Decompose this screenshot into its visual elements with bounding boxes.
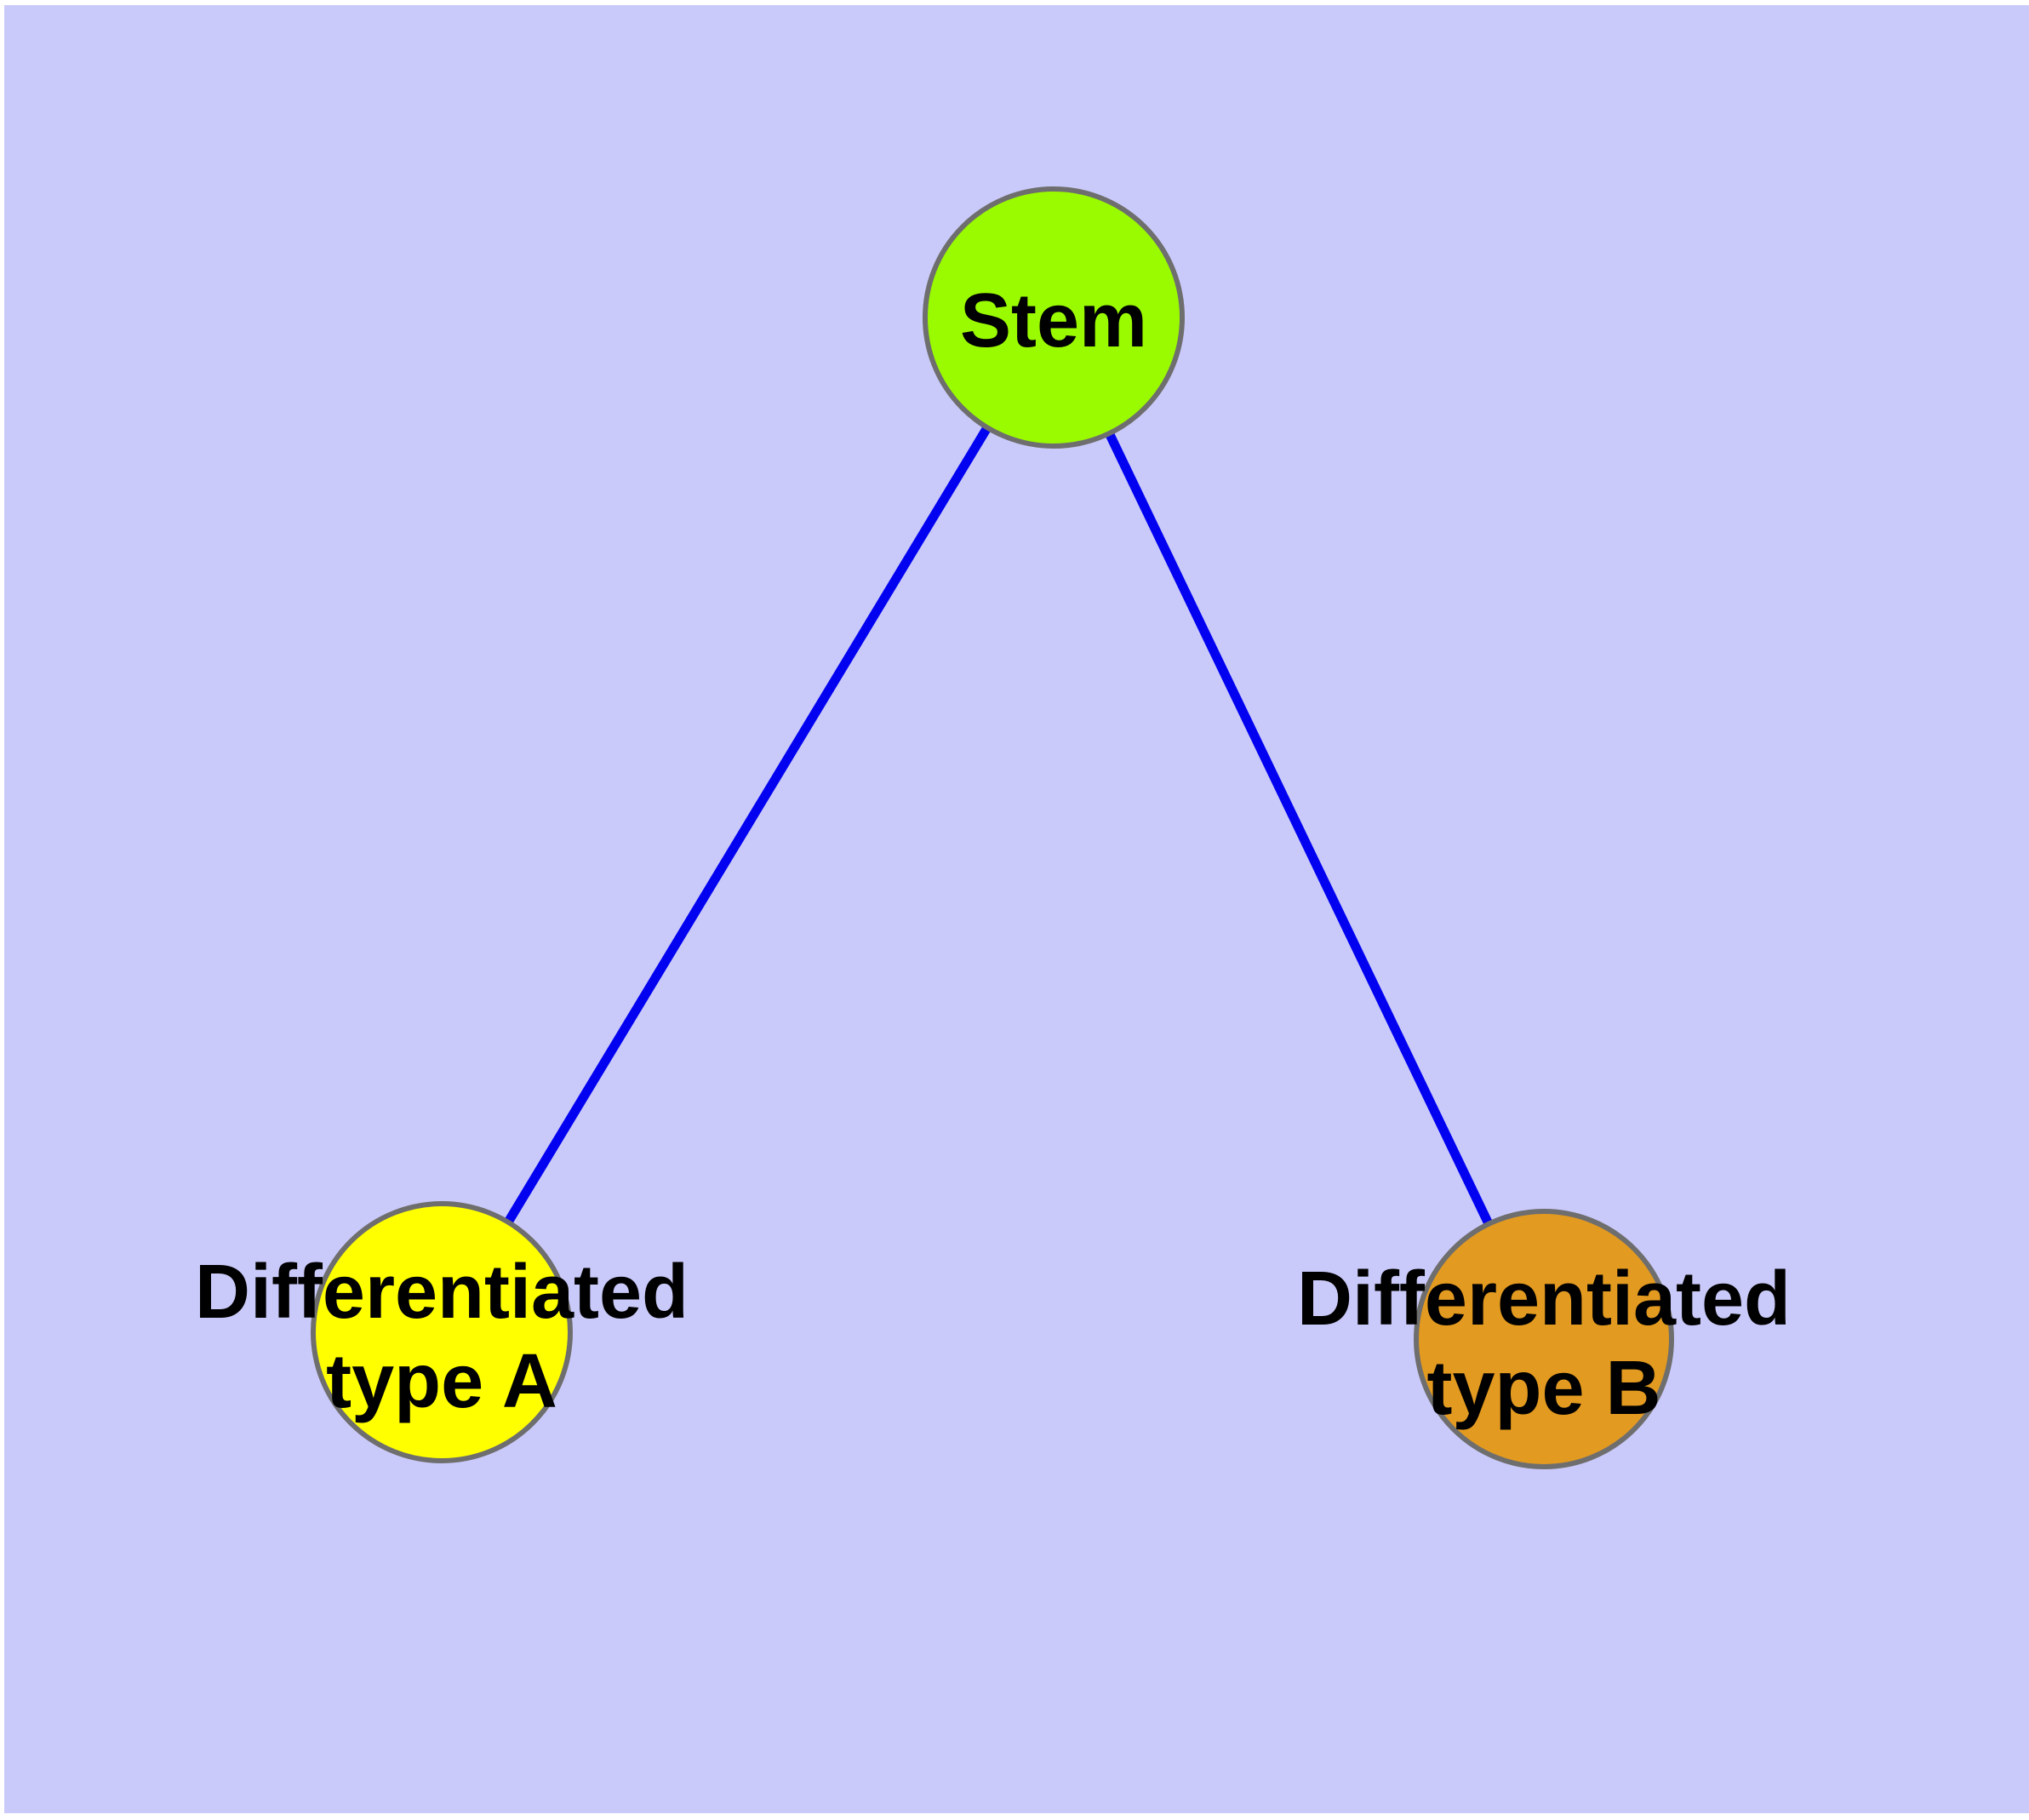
- node-differentiated-type-a: Differentiated type A: [195, 1201, 689, 1463]
- node-type-a-label-line1: Differentiated: [195, 1250, 689, 1335]
- node-type-b-label-line1: Differentiated: [1297, 1256, 1791, 1342]
- node-type-a-label-line2: type A: [326, 1339, 557, 1424]
- node-type-b-circle[interactable]: [1414, 1209, 1674, 1469]
- node-differentiated-type-b: Differentiated type B: [1297, 1209, 1791, 1469]
- node-stem-circle[interactable]: [923, 186, 1185, 449]
- edge-stem-to-type-b: [1049, 315, 1548, 1342]
- node-stem: Stem: [923, 186, 1185, 449]
- edges: [437, 315, 1548, 1342]
- node-type-b-label-line2: type B: [1426, 1346, 1660, 1431]
- node-type-a-circle[interactable]: [311, 1201, 573, 1463]
- edge-stem-to-type-a: [437, 315, 1058, 1335]
- node-stem-label: Stem: [960, 278, 1147, 363]
